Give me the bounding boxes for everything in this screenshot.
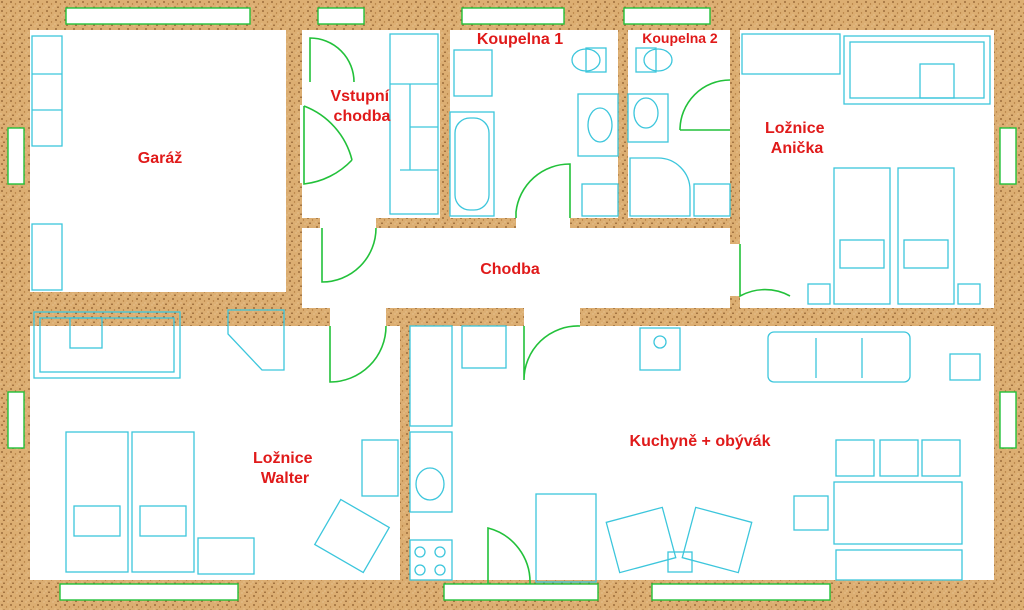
- label-anicka-part: Anička: [771, 140, 824, 157]
- label-entrance: Vstupní chodba: [330, 88, 393, 125]
- wall-walter-right: [400, 322, 410, 584]
- sideboard: [835, 549, 963, 581]
- window-garage-top: [65, 7, 251, 25]
- label-bath1: Koupelna 1: [477, 31, 563, 48]
- label-kitchen-living: Kuchyně + obývák: [630, 433, 771, 450]
- doors: [303, 37, 791, 585]
- tv-cabinet: [535, 493, 597, 583]
- anicka-bunk-bed: [843, 35, 991, 105]
- label-walter: Ložnice Walter: [253, 450, 317, 487]
- anicka-bed-2: [897, 167, 955, 305]
- label-bath2: Koupelna 2: [642, 30, 718, 46]
- label-walter-part: Walter: [261, 470, 309, 487]
- coffee-table: [667, 551, 693, 573]
- window-walter-bottom: [59, 583, 239, 601]
- window-bath1-top: [461, 7, 565, 25]
- chair-2: [879, 439, 919, 477]
- bath1-cabinet: [453, 49, 493, 97]
- window-kitchen-right: [999, 391, 1017, 449]
- walter-cabinet: [361, 439, 399, 497]
- window-kitchen-bottom-2: [651, 583, 831, 601]
- anicka-cabinet: [741, 33, 841, 75]
- window-garage-left: [7, 127, 25, 185]
- door-anicka: [739, 244, 791, 298]
- dining-table: [833, 481, 963, 545]
- door-walter: [329, 325, 387, 383]
- label-entrance-part: Vstupní: [330, 88, 389, 105]
- window-bath2-top: [623, 7, 711, 25]
- window-kitchen-bottom-1: [443, 583, 599, 601]
- room-labels: Garáž Vstupní chodba Koupelna 1 Koupelna…: [138, 30, 829, 487]
- window-walter-left: [7, 391, 25, 449]
- door-hall-left: [321, 227, 377, 283]
- label-hallway: Chodba: [480, 261, 540, 278]
- window-entrance-top: [317, 7, 365, 25]
- door-bath2: [679, 79, 731, 131]
- walter-armchair: [313, 498, 391, 574]
- wall-bath2-right: [730, 28, 740, 310]
- door-walter-closet: [487, 526, 531, 585]
- garage-shelf-low: [31, 223, 63, 291]
- shower: [629, 157, 691, 217]
- side-table: [949, 353, 981, 381]
- chair-1: [835, 439, 875, 477]
- walter-corner-desk: [227, 309, 285, 371]
- armchair-2: [681, 506, 753, 574]
- wall-entrance-right: [440, 28, 450, 224]
- walter-bed-1: [65, 431, 129, 573]
- door-kitchen: [523, 325, 581, 381]
- label-anicka: Ložnice Anička: [765, 120, 829, 157]
- walter-bed-2: [131, 431, 195, 573]
- bathtub: [449, 111, 495, 217]
- toilet-1: [585, 47, 607, 73]
- label-walter-part: Ložnice: [253, 450, 313, 467]
- windows: [7, 7, 1017, 601]
- wall-hall-bottom: [28, 308, 996, 326]
- sink-1: [577, 93, 619, 157]
- door-entrance: [303, 105, 353, 185]
- furniture: [31, 33, 991, 583]
- fridge: [639, 327, 681, 371]
- kitchen-counter: [409, 325, 453, 427]
- toilet-2: [635, 47, 657, 73]
- chair-3: [921, 439, 961, 477]
- garage-shelf: [31, 35, 63, 147]
- wall-garage-bottom: [28, 292, 300, 308]
- anicka-bed-1: [833, 167, 891, 305]
- door-garage-top: [309, 37, 355, 83]
- window-anicka-right: [999, 127, 1017, 185]
- door-bath1: [515, 163, 571, 218]
- wall-bath-divider: [618, 28, 628, 224]
- entrance-wardrobe: [389, 33, 439, 215]
- armchair-1: [605, 506, 677, 574]
- label-anicka-part: Ložnice: [765, 120, 825, 137]
- kitchen-stove: [409, 539, 453, 581]
- label-garage: Garáž: [138, 150, 182, 167]
- label-entrance-part: chodba: [334, 108, 391, 125]
- sofa: [767, 331, 911, 383]
- chair-4: [793, 495, 829, 531]
- sink-2: [627, 93, 669, 143]
- walter-desk: [197, 537, 255, 575]
- wall-garage-right: [286, 28, 302, 308]
- walter-bunk-bed: [33, 311, 181, 379]
- kitchen-sink-counter: [409, 431, 453, 513]
